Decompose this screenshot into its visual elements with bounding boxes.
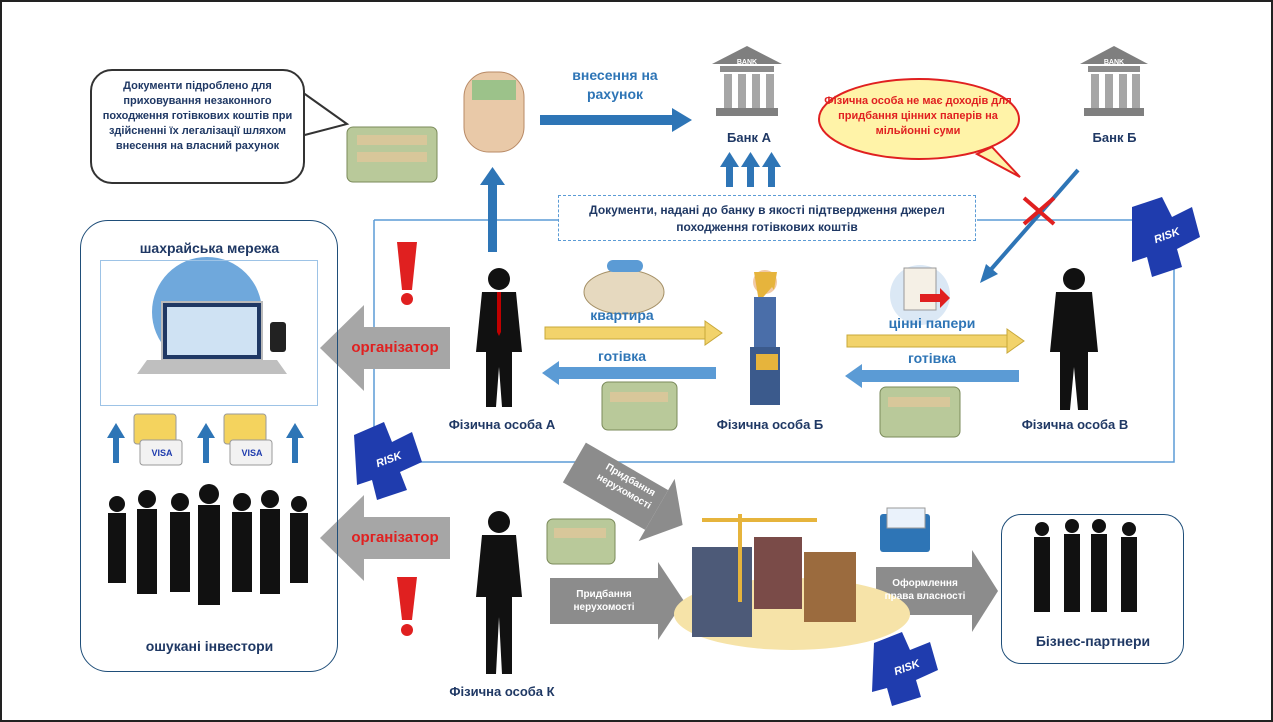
laptop-globe-icon (137, 257, 287, 374)
bank-b-arrow-head (980, 264, 998, 283)
bank-a-label: Банк А (727, 130, 771, 145)
deposit-arrow-head (672, 108, 692, 132)
docs-to-bank-arrows (720, 152, 781, 187)
person-a-silhouette (476, 268, 522, 407)
risk-puzzle-icon (872, 632, 938, 706)
cash-arrow-2 (845, 364, 1019, 388)
securities-document-icon (890, 265, 950, 325)
warning-exclamation-icon (397, 242, 417, 305)
ownership-label: Оформлення права власності (884, 578, 966, 602)
deceived-investors-label: ошукані інвестори (145, 638, 274, 654)
money-fist-icon (463, 71, 525, 153)
person-b-label: Фізична особа Б (716, 417, 824, 432)
bubble-tail (296, 91, 350, 138)
visa-label: VISA (241, 448, 263, 458)
forged-documents-bubble: Документи підроблено для приховування не… (90, 69, 305, 184)
bank-documents-box: Документи, надані до банку в якості підт… (558, 195, 976, 241)
purchase-arrow-diagonal (562, 442, 683, 542)
property-document-icon (583, 260, 665, 315)
bank-b-label: Банк Б (1092, 130, 1137, 145)
risk-puzzle-icon (1132, 197, 1200, 277)
person-v-silhouette (1050, 268, 1098, 410)
blocked-x-icon (1022, 196, 1056, 226)
person-a-label: Фізична особа А (448, 417, 556, 432)
money-stack-icon (879, 386, 961, 438)
person-v-label: Фізична особа В (1021, 417, 1129, 432)
bank-b-arrow (985, 168, 1080, 276)
visa-label: VISA (151, 448, 173, 458)
cash-label-2: готівка (908, 350, 956, 366)
investor-funds-arrows (107, 423, 304, 463)
warning-exclamation-icon (397, 577, 417, 636)
money-stack-icon (546, 518, 616, 565)
purchase-arrow (550, 562, 684, 640)
red-callout-bubble (818, 78, 1021, 178)
organizer-arrow-1 (320, 305, 450, 391)
bank-b-sign: BANK (1103, 59, 1125, 66)
person-k-label: Фізична особа К (449, 684, 555, 699)
bank-a-sign: BANK (736, 59, 758, 66)
flow-frame-line (373, 219, 1175, 463)
cash-arrow-1 (542, 361, 716, 385)
fraud-network-panel (80, 220, 338, 672)
cash-label-1: готівка (598, 348, 646, 364)
apartment-arrow (544, 320, 723, 346)
organizer-label-1: організатор (351, 339, 439, 356)
fraud-network-frame (100, 260, 318, 406)
deposit-label: внесення на рахунок (572, 67, 658, 102)
fraud-network-title: шахрайська мережа (139, 240, 280, 256)
bubble-text: Документи підроблено для приховування не… (102, 80, 293, 152)
organizer-label-2: організатор (351, 529, 439, 546)
business-partners-icon (1034, 519, 1137, 612)
securities-arrow (846, 328, 1025, 354)
bank-a-icon (712, 46, 782, 116)
folder-icon (880, 507, 930, 552)
money-stack-icon (601, 381, 678, 431)
credit-card-icon (133, 413, 183, 466)
securities-label: цінні папери (888, 315, 976, 331)
investors-crowd-icon (108, 484, 308, 605)
money-stack-icon (346, 126, 438, 183)
apartment-label: квартира (590, 307, 654, 323)
person-k-silhouette (476, 511, 522, 674)
bank-b-icon (1080, 46, 1148, 116)
person-b-worker-icon (750, 270, 780, 405)
purchase-label: Придбання нерухомості (573, 589, 635, 613)
no-income-callout: Фізична особа не має доходів для придбан… (824, 95, 1012, 137)
bank-documents-text: Документи, надані до банку в якості підт… (589, 203, 945, 234)
business-partners-label: Бізнес-партнери (1035, 633, 1151, 649)
person-a-up-arrow (480, 167, 505, 252)
business-partners-box (1001, 514, 1184, 664)
risk-puzzle-icon (354, 422, 422, 500)
organizer-arrow-2 (320, 495, 450, 581)
credit-card-icon (223, 413, 273, 466)
construction-buildings-icon (674, 514, 910, 650)
